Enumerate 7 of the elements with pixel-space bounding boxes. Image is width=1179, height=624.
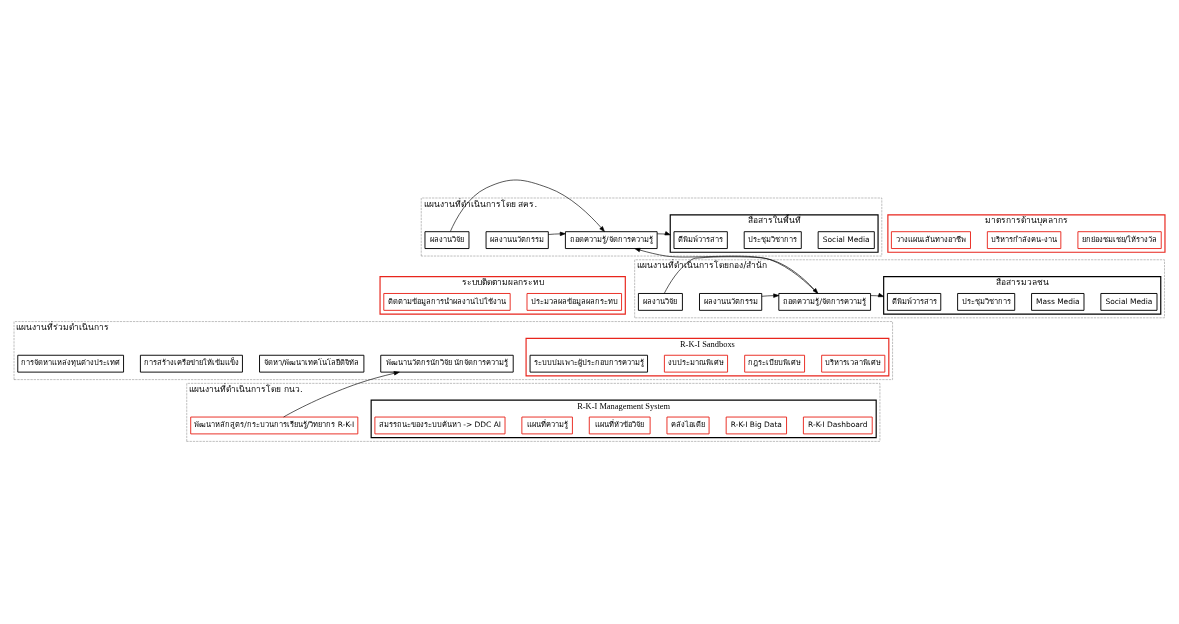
arrow: [664, 255, 819, 294]
arrow: [548, 231, 566, 236]
arrow: [761, 293, 780, 298]
arrow: [283, 370, 400, 417]
arrow: [656, 230, 671, 235]
arrow: [634, 247, 818, 294]
arrow: [450, 179, 605, 232]
